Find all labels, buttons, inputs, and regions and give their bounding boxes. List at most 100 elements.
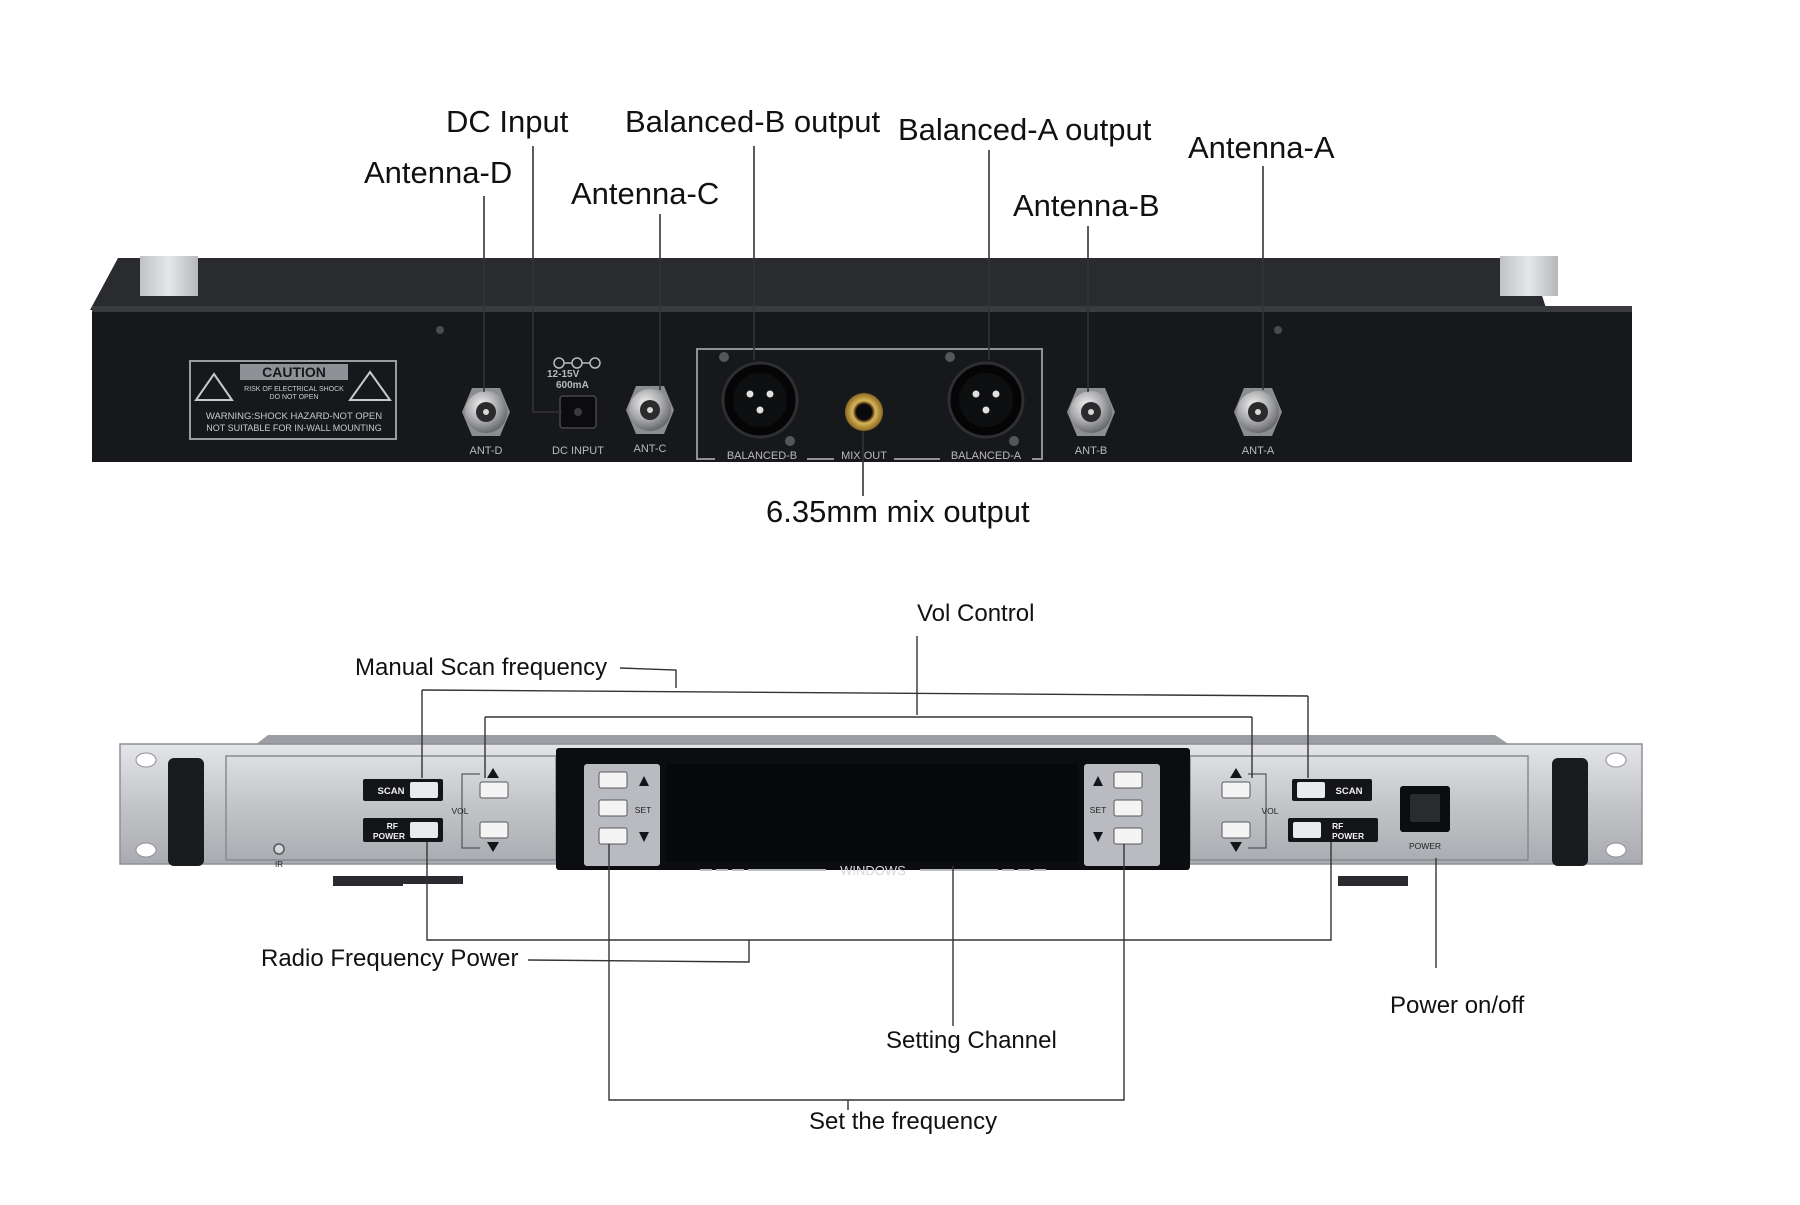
- caution-warning-line1: WARNING:SHOCK HAZARD-NOT OPEN: [206, 411, 382, 422]
- ir-label: IR: [275, 860, 283, 869]
- vol-up-button-right[interactable]: [1221, 781, 1251, 799]
- bnc-pin: [647, 407, 653, 413]
- dc-input-port-label: DC INPUT: [552, 445, 604, 457]
- callout-vol-control: Vol Control: [917, 600, 1035, 627]
- callout-setting-channel: Setting Channel: [886, 1027, 1057, 1054]
- ant-b-port-label: ANT-B: [1075, 445, 1107, 457]
- down-arrow-icon: [1230, 842, 1242, 852]
- callout-antenna-b: Antenna-B: [1013, 188, 1160, 223]
- leader-line-rf-power: [527, 940, 750, 963]
- scan-button-right-key: [1297, 782, 1325, 798]
- ant-b-connector: ANT-B: [1067, 388, 1115, 457]
- callout-manual-scan: Manual Scan frequency: [355, 654, 608, 681]
- caution-warning-line2: NOT SUITABLE FOR IN-WALL MOUNTING: [206, 423, 382, 433]
- power-label-left: POWER: [373, 831, 405, 841]
- rf-label-left: RF: [387, 821, 398, 831]
- up-arrow-icon: [1093, 776, 1103, 786]
- vol-label-right: VOL: [1261, 806, 1278, 816]
- callout-antenna-c: Antenna-C: [571, 176, 720, 211]
- power-label-right: POWER: [1332, 831, 1364, 841]
- rear-chassis-top: [90, 258, 1560, 310]
- ant-d-connector: ANT-D: [462, 388, 510, 457]
- set-button-left[interactable]: [598, 799, 628, 817]
- rear-leader-lines: [483, 146, 1264, 496]
- callout-balanced-b-output: Balanced-B output: [625, 104, 881, 139]
- channel-down-button-left[interactable]: [598, 827, 628, 845]
- dc-rating-current: 600mA: [556, 380, 589, 391]
- callout-antenna-d: Antenna-D: [364, 155, 513, 190]
- leader-line-manual-scan: [421, 689, 1309, 697]
- leader-line-manual-scan: [619, 667, 677, 688]
- vol-bracket-right: [1248, 773, 1267, 849]
- rf-power-button-right-key: [1293, 822, 1321, 838]
- chassis-foot: [333, 876, 403, 886]
- mix-out-port-label: MIX OUT: [841, 450, 887, 462]
- channel-up-button-right[interactable]: [1113, 771, 1143, 789]
- up-arrow-icon: [487, 768, 499, 778]
- rack-hole: [135, 842, 157, 858]
- label-backing: [834, 448, 894, 462]
- bnc-pin: [1088, 409, 1094, 415]
- vol-label-left: VOL: [451, 806, 468, 816]
- ant-a-connector: ANT-A: [1234, 388, 1282, 457]
- rf-power-button-left-key: [410, 822, 438, 838]
- mix-jack-hole: [856, 404, 872, 420]
- balanced-a-xlr-jack: [947, 361, 1025, 439]
- rack-handle-left: [168, 758, 204, 866]
- channel-up-button-left[interactable]: [598, 771, 628, 789]
- rack-hole: [1605, 752, 1627, 768]
- mix-out-jack: [845, 393, 883, 431]
- balanced-b-port-label: BALANCED-B: [727, 450, 797, 462]
- xlr-insert: [733, 373, 787, 427]
- callout-set-frequency: Set the frequency: [809, 1108, 998, 1135]
- leader-line-set-frequency: [608, 844, 1125, 1101]
- callout-balanced-a-output: Balanced-A output: [898, 112, 1152, 147]
- balanced-a-port-label: BALANCED-A: [951, 450, 1022, 462]
- power-switch-cap: [1410, 794, 1440, 822]
- up-arrow-icon: [1230, 768, 1242, 778]
- callout-dc-input: DC Input: [446, 104, 569, 139]
- channel-down-button-right[interactable]: [1113, 827, 1143, 845]
- xlr-pin: [746, 390, 754, 398]
- front-panel: SCAN RF POWER VOL IR SET: [119, 636, 1643, 1110]
- scan-button-left-key: [410, 782, 438, 798]
- caution-plate: CAUTION RISK OF ELECTRICAL SHOCK DO NOT …: [189, 360, 397, 440]
- subpanel-screw: [945, 352, 955, 362]
- caution-plate-border: [189, 360, 397, 440]
- set-button-right[interactable]: [1113, 799, 1143, 817]
- dc-input-jack: 12-15V 600mA DC INPUT: [547, 357, 604, 457]
- windows-label: WINDOWS: [840, 863, 906, 878]
- callout-power-on-off: Power on/off: [1390, 992, 1525, 1019]
- dc-rating-voltage: 12-15V: [547, 369, 580, 380]
- right-channel-controls: VOL SCAN RF POWER POWER: [1221, 768, 1450, 852]
- vol-down-button-right[interactable]: [1221, 821, 1251, 839]
- xlr-pin: [972, 390, 980, 398]
- xlr-pin: [766, 390, 774, 398]
- leader-line-dc-input: [532, 146, 562, 413]
- vol-up-button-left[interactable]: [479, 781, 509, 799]
- xlr-pin: [992, 390, 1000, 398]
- down-arrow-icon: [1093, 832, 1103, 842]
- vol-bracket-left: [461, 773, 480, 849]
- ir-sensor: [273, 843, 285, 855]
- front-leader-lines: [421, 636, 1437, 1110]
- scan-label-right: SCAN: [1336, 786, 1363, 797]
- left-channel-controls: SCAN RF POWER VOL IR: [273, 768, 509, 869]
- label-backing: [715, 448, 807, 462]
- vol-down-button-left[interactable]: [479, 821, 509, 839]
- power-label: POWER: [1409, 841, 1441, 851]
- rear-panel: CAUTION RISK OF ELECTRICAL SHOCK DO NOT …: [90, 146, 1632, 496]
- callout-mix-output: 6.35mm mix output: [766, 494, 1030, 529]
- front-chassis-top: [255, 735, 1510, 745]
- rear-rack-ear-left: [140, 256, 198, 296]
- rack-hole: [1605, 842, 1627, 858]
- lcd-screen: [666, 764, 1078, 862]
- callout-rf-power: Radio Frequency Power: [261, 945, 519, 972]
- scan-label-left: SCAN: [378, 786, 405, 797]
- bnc-pin: [1255, 409, 1261, 415]
- leader-line-rf-power: [426, 842, 1332, 941]
- ant-a-port-label: ANT-A: [1242, 445, 1275, 457]
- chassis-foot: [403, 876, 463, 884]
